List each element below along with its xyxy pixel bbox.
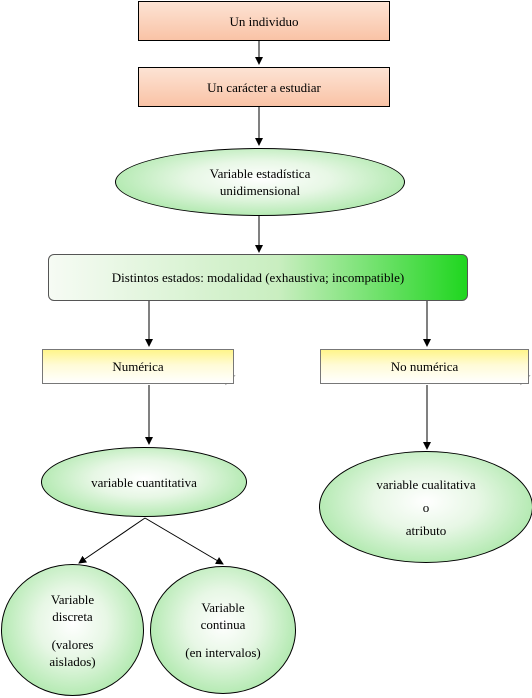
label-cualitativa-line2: o <box>422 499 430 515</box>
label-continua-line3: (en intervalos) <box>185 645 261 660</box>
label-variable-line2: unidimensional <box>219 183 301 198</box>
label-discreta-line2: discreta <box>52 608 93 624</box>
label-individuo: Un individuo <box>229 13 299 29</box>
ellipse-discreta: Variable discreta (valores aislados) <box>1 564 144 696</box>
ellipse-cuantitativa: variable cuantitativa <box>41 447 247 517</box>
box-individuo: Un individuo <box>138 1 390 41</box>
ellipse-variable-estadistica: Variable estadística unidimensional <box>115 148 405 216</box>
label-continua-line1: Variable <box>201 600 245 615</box>
ellipse-cualitativa: variable cualitativa o atributo <box>319 451 532 563</box>
box-caracter: Un carácter a estudiar <box>138 67 390 107</box>
label-numerica: Numérica <box>112 359 164 374</box>
ellipse-continua: Variable continua (en intervalos) <box>150 566 296 694</box>
arrow-cuantitativa-continua <box>144 517 224 565</box>
label-caracter: Un carácter a estudiar <box>207 79 321 95</box>
label-continua-line2: continua <box>200 617 246 632</box>
label-discreta-line4: aislados) <box>49 653 96 669</box>
label-discreta-line1: Variable <box>50 591 95 607</box>
label-discreta-line3: (valores <box>51 636 94 652</box>
note-numerica: Numérica <box>42 349 234 384</box>
label-estados: Distintos estados: modalidad (exhaustiva… <box>111 270 405 285</box>
note-no-numerica: No numérica <box>320 349 529 384</box>
label-no-numerica: No numérica <box>390 359 459 374</box>
label-cualitativa-line3: atributo <box>405 522 447 538</box>
label-variable-line1: Variable estadística <box>209 166 311 181</box>
box-estados: Distintos estados: modalidad (exhaustiva… <box>48 254 468 301</box>
label-cualitativa-line1: variable cualitativa <box>376 476 476 492</box>
arrow-cuantitativa-discreta <box>78 517 146 564</box>
label-cuantitativa: variable cuantitativa <box>91 474 197 490</box>
